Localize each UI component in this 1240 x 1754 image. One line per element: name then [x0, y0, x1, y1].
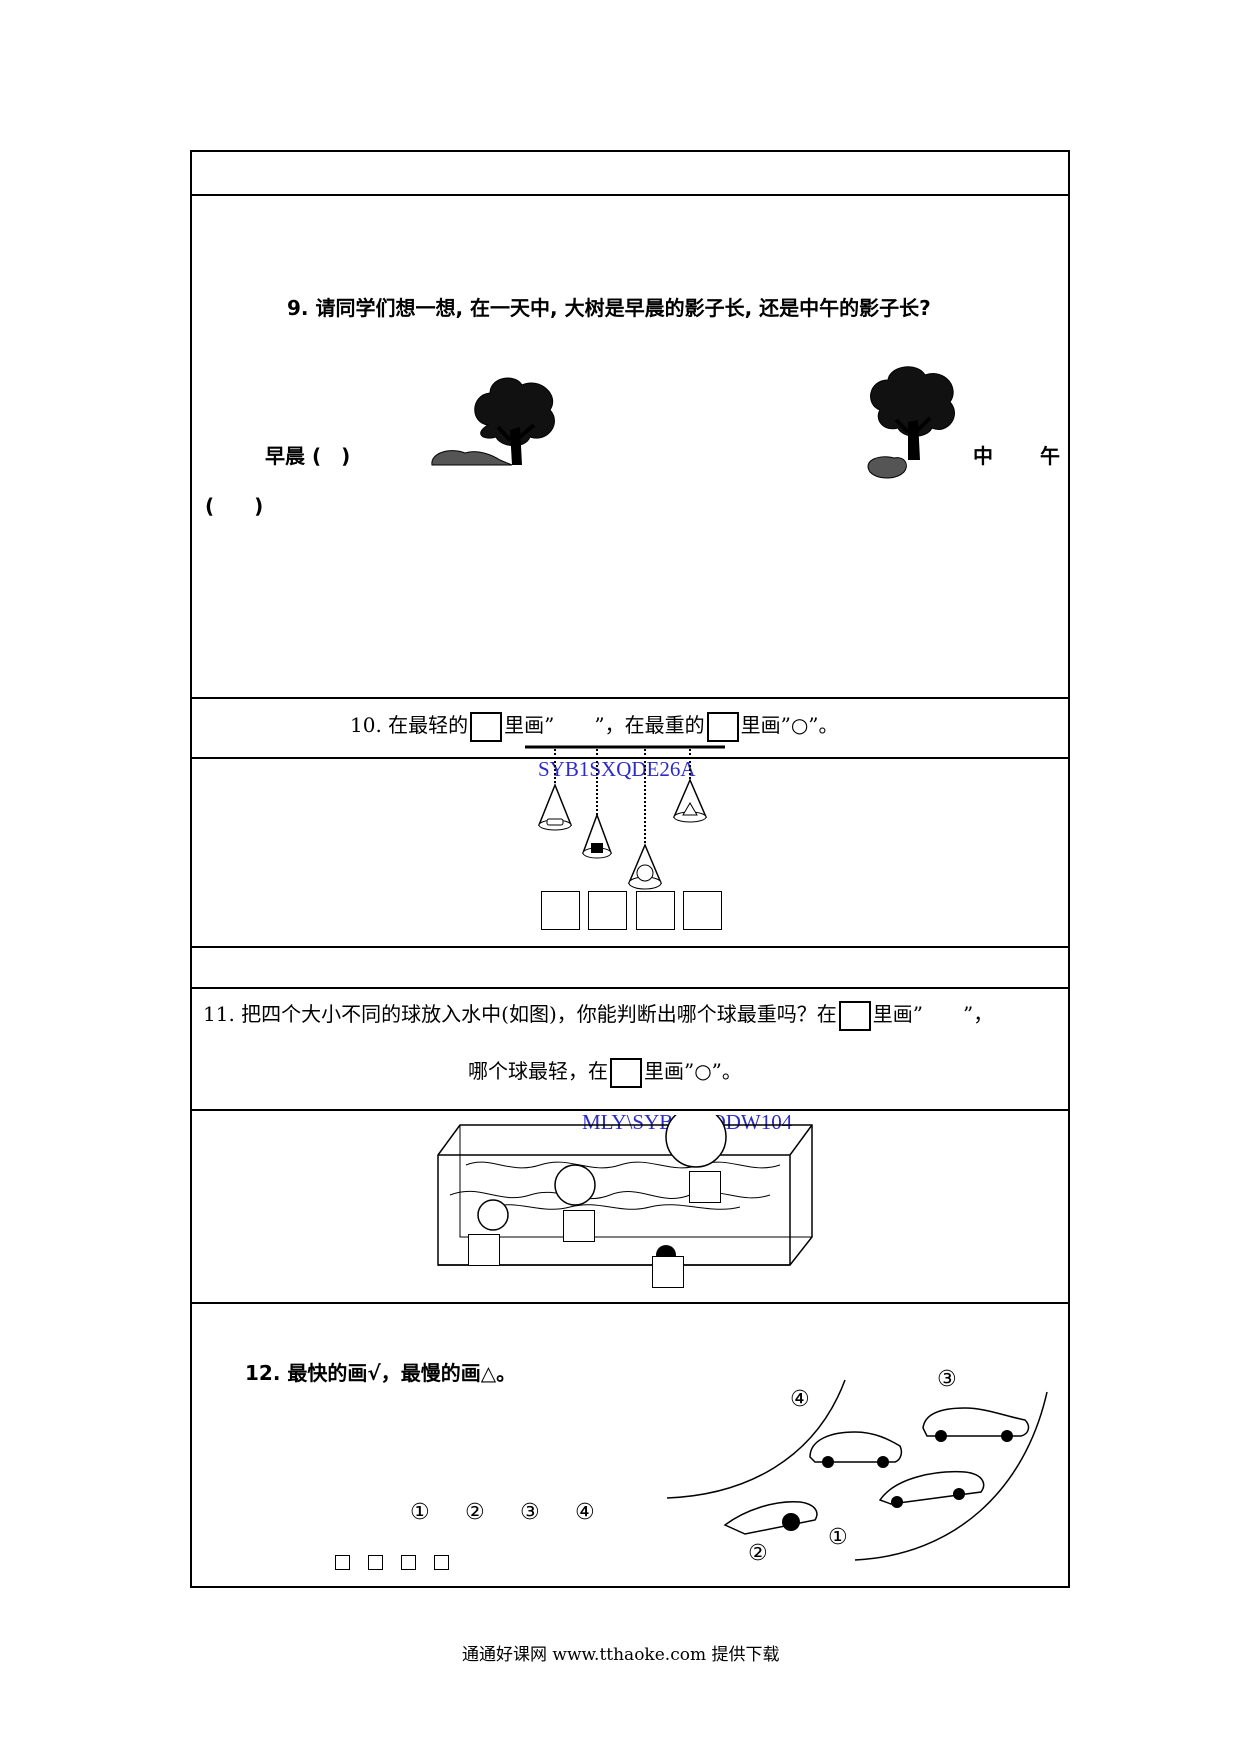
- heaviest-answer-box[interactable]: [706, 711, 739, 742]
- scale-answer-box-1[interactable]: [541, 891, 580, 930]
- ball-answer-box-2[interactable]: [563, 1210, 595, 1242]
- water-tank-illustration: [437, 1115, 813, 1266]
- question-10-suffix: 里画”○”。: [740, 713, 839, 737]
- question-11-line2-suffix: 里画”○”。: [644, 1059, 742, 1083]
- car-label-1: ①: [828, 1525, 848, 1550]
- ball-answer-box-1[interactable]: [689, 1171, 721, 1203]
- ball-answer-box-3[interactable]: [468, 1234, 500, 1266]
- heaviest-ball-answer-box[interactable]: [838, 1000, 871, 1031]
- divider: [190, 987, 1070, 989]
- car-answer-box-4[interactable]: [434, 1555, 449, 1570]
- question-12-text: 12. 最快的画√，最慢的画△。: [245, 1361, 517, 1385]
- lightest-ball-answer-box[interactable]: [610, 1057, 642, 1088]
- noon-label-a: 中: [973, 444, 993, 468]
- worksheet-frame: [190, 150, 1070, 1588]
- question-10-stamp: SYB1SXQDE26A: [538, 757, 696, 781]
- question-9-text: 9. 请同学们想一想, 在一天中, 大树是早晨的影子长, 还是中午的影子长?: [287, 296, 931, 320]
- car-label-2: ②: [748, 1541, 768, 1566]
- page-footer: 通通好课网 www.tthaoke.com 提供下载: [462, 1645, 780, 1665]
- question-11-line2-prefix: 哪个球最轻，在: [468, 1059, 608, 1083]
- question-11-line-2: 哪个球最轻，在 里画”○”。: [468, 1055, 742, 1088]
- divider: [190, 194, 1070, 196]
- spring-scales-illustration: [525, 745, 725, 890]
- race-track-illustration: [666, 1379, 1048, 1561]
- divider: [190, 697, 1070, 699]
- option-number-4: ④: [575, 1500, 595, 1525]
- option-number-2: ②: [465, 1500, 485, 1525]
- question-10-line: 10. 在最轻的 里画” ”，在最重的 里画”○”。: [350, 708, 839, 742]
- car-answer-box-1[interactable]: [335, 1555, 350, 1570]
- divider: [190, 757, 1070, 759]
- question-10-mid: 里画” ”，在最重的: [504, 713, 705, 737]
- divider: [190, 1302, 1070, 1304]
- divider: [190, 946, 1070, 948]
- morning-label: 早晨 ( ): [265, 444, 351, 468]
- car-answer-box-2[interactable]: [368, 1555, 383, 1570]
- scale-answer-box-2[interactable]: [588, 891, 627, 930]
- noon-answer-paren: ( ): [205, 494, 264, 518]
- car-label-4: ④: [790, 1387, 810, 1412]
- tree-morning-icon: [431, 377, 555, 466]
- question-10-prefix: 10. 在最轻的: [350, 713, 469, 737]
- tree-noon-icon: [867, 366, 955, 479]
- divider: [190, 1109, 1070, 1111]
- lightest-answer-box[interactable]: [470, 711, 503, 742]
- question-11-line-1: 11. 把四个大小不同的球放入水中(如图)，你能判断出哪个球最重吗？在 里画” ”…: [203, 998, 993, 1031]
- question-11-suffix: 里画” ”，: [872, 1002, 994, 1026]
- scale-answer-box-4[interactable]: [683, 891, 722, 930]
- car-label-3: ③: [937, 1367, 957, 1392]
- noon-label-b: 午: [1040, 444, 1060, 468]
- option-number-1: ①: [410, 1500, 430, 1525]
- scale-answer-box-3[interactable]: [636, 891, 675, 930]
- question-11-prefix: 11. 把四个大小不同的球放入水中(如图)，你能判断出哪个球最重吗？在: [203, 1002, 837, 1026]
- option-number-3: ③: [520, 1500, 540, 1525]
- car-answer-box-3[interactable]: [401, 1555, 416, 1570]
- ball-answer-box-4[interactable]: [652, 1256, 684, 1288]
